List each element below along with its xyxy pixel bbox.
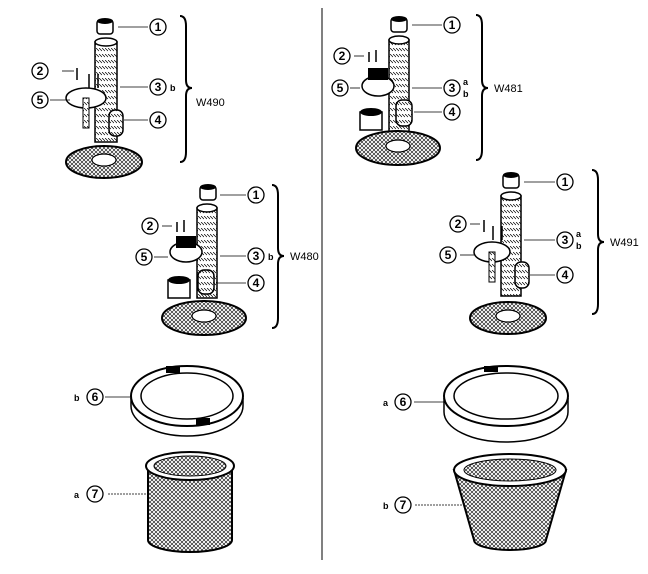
part-1-cap (199, 184, 217, 201)
callout-6-right: 6 a (383, 393, 412, 411)
svg-text:2: 2 (147, 219, 154, 233)
svg-text:2: 2 (455, 217, 462, 231)
svg-text:5: 5 (37, 93, 44, 107)
svg-text:3: 3 (253, 249, 260, 263)
svg-text:7: 7 (92, 487, 99, 501)
svg-text:a: a (383, 398, 389, 408)
callout-5: 5 (31, 91, 49, 109)
model-label-w481: W481 (494, 83, 523, 95)
svg-text:b: b (576, 241, 582, 251)
callout-1: 1 (247, 186, 265, 204)
model-label-w480: W480 (290, 251, 319, 263)
part-5-flange (65, 87, 107, 129)
svg-text:b: b (170, 83, 176, 93)
spare-cup (167, 276, 191, 299)
callout-1: 1 (556, 173, 574, 191)
bracket-w491 (591, 169, 605, 315)
callout-2: 2 (449, 215, 467, 233)
svg-text:3: 3 (449, 81, 456, 95)
base-plate (65, 145, 143, 179)
bracket-w480 (271, 184, 285, 329)
svg-text:a: a (576, 229, 582, 239)
callout-6-left: 6 b (74, 388, 104, 406)
spare-cup (359, 108, 383, 131)
svg-text:6: 6 (92, 390, 99, 404)
base-plate (161, 300, 247, 336)
svg-text:2: 2 (339, 49, 346, 63)
part-5-flange (169, 236, 203, 263)
callout-5: 5 (135, 248, 153, 266)
svg-text:5: 5 (337, 81, 344, 95)
ring-right (414, 365, 569, 443)
svg-text:5: 5 (445, 248, 452, 262)
part-4-knob (197, 269, 215, 295)
svg-text:a: a (74, 490, 80, 500)
svg-text:1: 1 (253, 188, 260, 202)
svg-text:4: 4 (155, 113, 162, 127)
svg-text:1: 1 (155, 20, 162, 34)
model-label-w490: W490 (196, 97, 225, 109)
bracket-w490 (179, 15, 193, 163)
callout-4: 4 (149, 111, 167, 129)
callout-7-left: 7 a (74, 485, 104, 503)
svg-text:6: 6 (400, 395, 407, 409)
svg-text:a: a (463, 77, 469, 87)
base-plate (355, 130, 441, 166)
part-2-screws (76, 68, 99, 88)
model-label-w491: W491 (610, 237, 639, 249)
part-4-knob (395, 99, 413, 127)
svg-text:1: 1 (562, 175, 569, 189)
svg-text:b: b (463, 89, 469, 99)
svg-text:b: b (74, 393, 80, 403)
base-plate (469, 301, 547, 335)
part-2-screws (176, 220, 185, 232)
svg-text:2: 2 (37, 64, 44, 78)
callout-7-right: 7 b (383, 496, 412, 514)
part-2-screws (483, 220, 503, 240)
svg-text:7: 7 (400, 498, 407, 512)
svg-text:1: 1 (449, 18, 456, 32)
svg-text:5: 5 (141, 250, 148, 264)
callout-4: 4 (556, 266, 574, 284)
callout-2: 2 (141, 217, 159, 235)
part-4-knob (514, 261, 530, 289)
callout-5: 5 (439, 246, 457, 264)
bracket-w481 (475, 14, 489, 161)
part-5-flange (473, 241, 511, 283)
svg-text:4: 4 (449, 105, 456, 119)
callout-2: 2 (333, 47, 351, 65)
svg-text:3: 3 (562, 233, 569, 247)
part-1-cap (390, 16, 408, 33)
callout-1: 1 (443, 16, 461, 34)
basket-left (108, 451, 235, 553)
part-4-knob (108, 109, 124, 137)
ring-left (105, 365, 244, 437)
svg-text:b: b (383, 501, 389, 511)
callout-2: 2 (31, 62, 49, 80)
callout-4: 4 (247, 274, 265, 292)
callout-4: 4 (443, 103, 461, 121)
svg-text:4: 4 (253, 276, 260, 290)
basket-right (414, 453, 568, 551)
part-1-cap (502, 172, 520, 189)
part-5-flange (361, 68, 395, 97)
callout-5: 5 (331, 79, 349, 97)
svg-text:4: 4 (562, 268, 569, 282)
svg-text:3: 3 (155, 80, 162, 94)
svg-text:b: b (268, 252, 274, 262)
part-2-screws (368, 50, 377, 62)
part-1-cap (96, 18, 114, 35)
callout-1: 1 (149, 18, 167, 36)
